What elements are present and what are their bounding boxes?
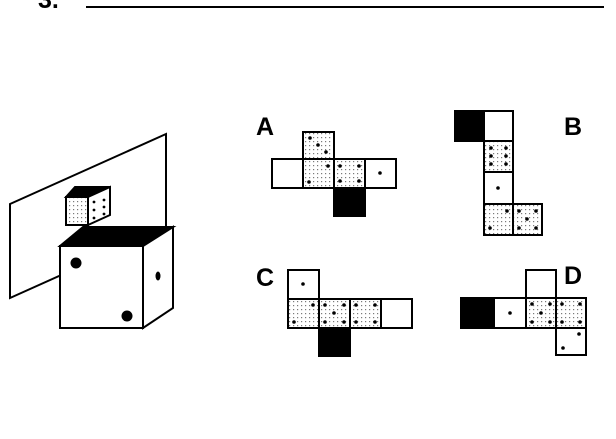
- net-a: A: [256, 113, 396, 216]
- label-d: D: [564, 262, 582, 290]
- net-d: D: [461, 262, 586, 355]
- net-c: C: [256, 264, 412, 356]
- label-a: A: [256, 113, 274, 141]
- label-b: B: [564, 113, 582, 141]
- label-c: C: [256, 264, 274, 292]
- mirror-scene: [10, 134, 173, 328]
- net-b: B: [455, 111, 582, 235]
- large-cube: [60, 227, 173, 328]
- question-number: 3.: [38, 0, 59, 14]
